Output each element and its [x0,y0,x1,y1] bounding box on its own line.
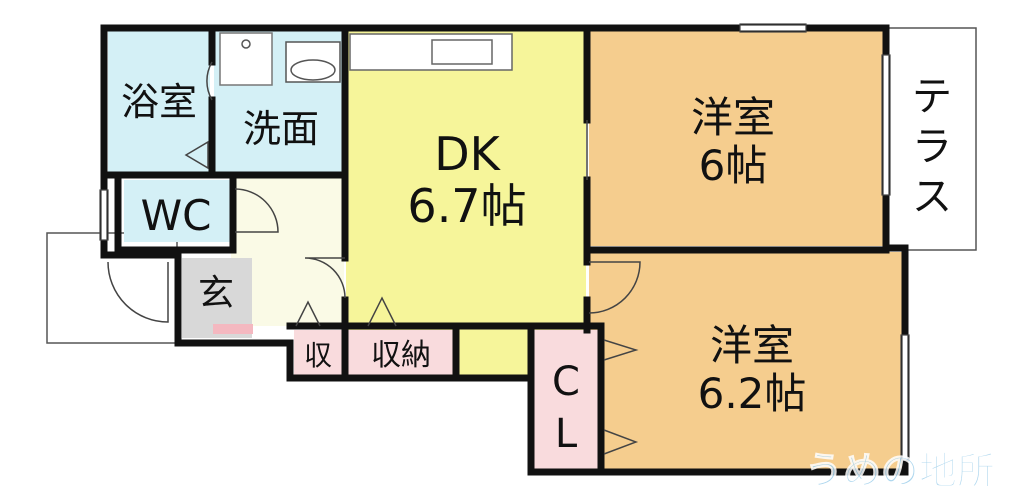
western-room-1-size: 6帖 [699,141,768,190]
closet-cl-l-label: L [555,411,578,457]
storage-room [348,330,454,376]
closet-small-label: 収 [304,339,332,372]
closet-cl [531,330,601,470]
door-swings [107,61,641,455]
western-room-2 [589,252,905,470]
kitchen-sink [431,39,493,65]
terrace-label-1: テ [912,74,952,120]
western-room-1 [589,30,885,246]
window-frames [99,23,910,461]
terrace-label-3: ス [912,174,952,220]
dk-room [346,30,586,376]
shoe-box [213,324,253,334]
bath-room [108,30,210,172]
windows [101,25,908,460]
bath-label: 浴室 [121,80,197,124]
closet-small [294,330,344,376]
entrance-label: 玄 [198,273,234,314]
terrace-label-2: ラ [912,124,952,170]
western-room-2-size: 6.2帖 [698,369,807,418]
faucet [241,39,251,49]
toilet-bowl [290,59,336,81]
dk-name-label: DK [434,127,501,181]
closet-cl-c-label: C [552,359,580,405]
storage-label: 収納 [371,338,431,373]
terrace-area [885,27,977,251]
western-room-1-name: 洋室 [691,93,775,142]
wc-label: WC [141,191,212,240]
dk-size-label: 6.7帖 [407,179,526,233]
washroom-label: 洗面 [243,107,319,151]
wc-room [124,180,231,242]
watermark-logo: うめの地所 [805,449,995,493]
western-room-2-name: 洋室 [710,321,794,370]
